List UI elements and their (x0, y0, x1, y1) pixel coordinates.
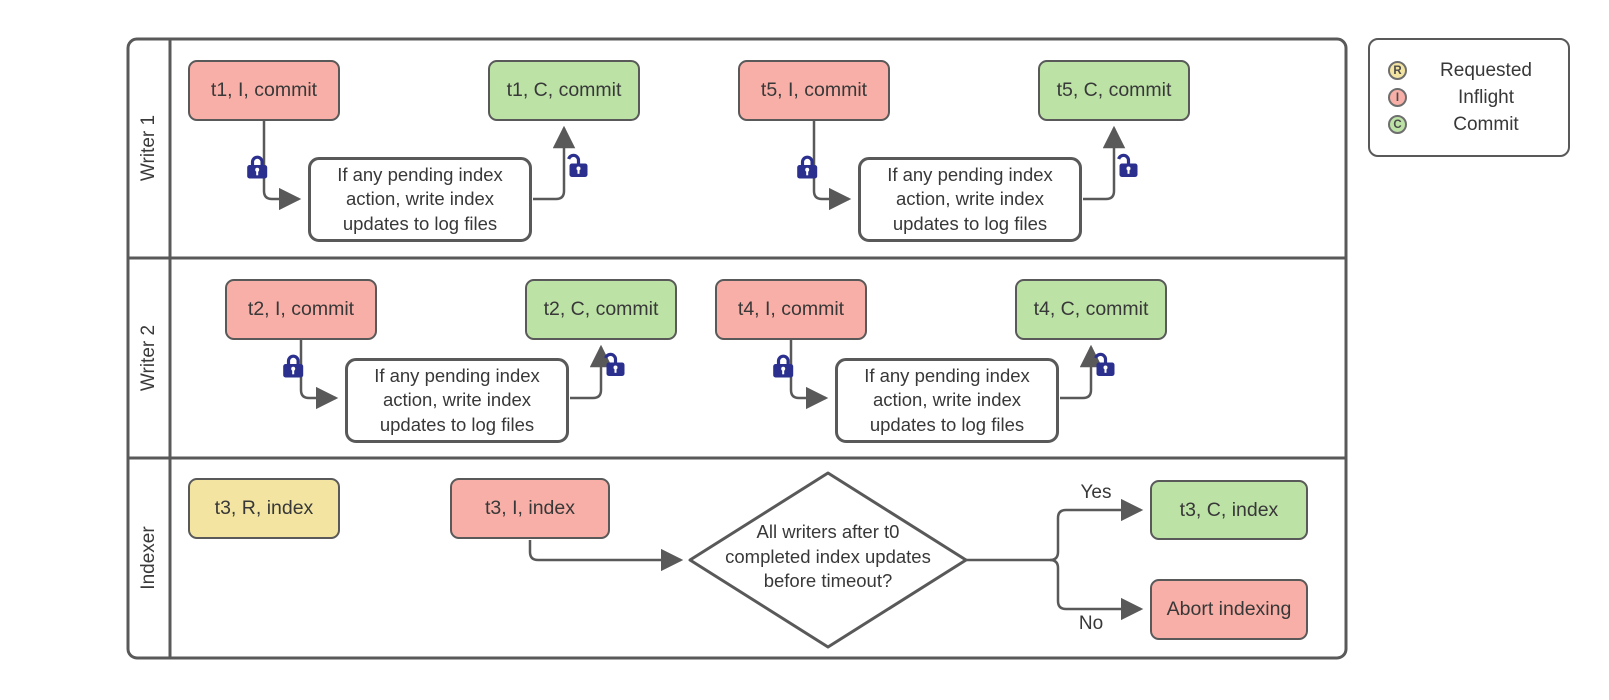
legend-row-requested: R Requested (1388, 60, 1558, 82)
legend: R Requested I Inflight C Commit (1368, 38, 1570, 157)
legend-row-inflight: I Inflight (1388, 87, 1558, 109)
process-box: If any pending index action, write index… (858, 157, 1082, 242)
legend-label-inflight: Inflight (1458, 86, 1514, 108)
node-t2-commit: t2, C, commit (525, 279, 677, 340)
requested-state-icon: R (1388, 61, 1407, 80)
connector-arrow (528, 540, 684, 572)
process-box: If any pending index action, write index… (835, 358, 1059, 443)
lock-open-icon (1117, 153, 1140, 179)
connector-arrow (1060, 344, 1103, 400)
legend-label-requested: Requested (1440, 59, 1532, 81)
process-box: If any pending index action, write index… (345, 358, 569, 443)
branch-label-yes: Yes (1080, 482, 1112, 503)
node-t5-inflight: t5, I, commit (738, 60, 890, 121)
node-t5-commit: t5, C, commit (1038, 60, 1190, 121)
lock-open-icon (567, 153, 590, 179)
connector-arrow (570, 344, 613, 400)
connector-arrow (262, 121, 302, 211)
node-t3-commit: t3, C, index (1150, 480, 1308, 540)
node-t1-commit: t1, C, commit (488, 60, 640, 121)
decision-question: All writers after t0 completed index upd… (725, 521, 931, 592)
node-t4-inflight: t4, I, commit (715, 279, 867, 340)
commit-state-icon: C (1388, 115, 1407, 134)
legend-label-commit: Commit (1453, 113, 1519, 135)
node-abort-indexing: Abort indexing (1150, 579, 1308, 640)
node-t3-inflight: t3, I, index (450, 478, 610, 539)
node-t2-inflight: t2, I, commit (225, 279, 377, 340)
lock-open-icon (604, 352, 627, 378)
lane-label-writer2: Writer 2 (138, 324, 159, 392)
swimlane-frame (126, 37, 1348, 660)
connector-arrow (533, 125, 576, 201)
node-t3-requested: t3, R, index (188, 478, 340, 539)
process-box: If any pending index action, write index… (308, 157, 532, 242)
connector-arrow (812, 121, 852, 211)
connector-arrow-yes (1049, 498, 1144, 562)
connector-arrow-no (1049, 558, 1144, 621)
connector-arrow (1083, 125, 1126, 201)
inflight-state-icon: I (1388, 88, 1407, 107)
connector-arrow (299, 340, 339, 410)
node-t1-inflight: t1, I, commit (188, 60, 340, 121)
connector-arrow (789, 340, 829, 410)
lock-open-icon (1094, 352, 1117, 378)
node-t4-commit: t4, C, commit (1015, 279, 1167, 340)
lane-label-indexer: Indexer (138, 526, 159, 590)
branch-label-no: No (1078, 613, 1104, 634)
decision-diamond (688, 471, 968, 649)
legend-row-commit: C Commit (1388, 114, 1558, 136)
lane-label-writer1: Writer 1 (138, 114, 159, 182)
